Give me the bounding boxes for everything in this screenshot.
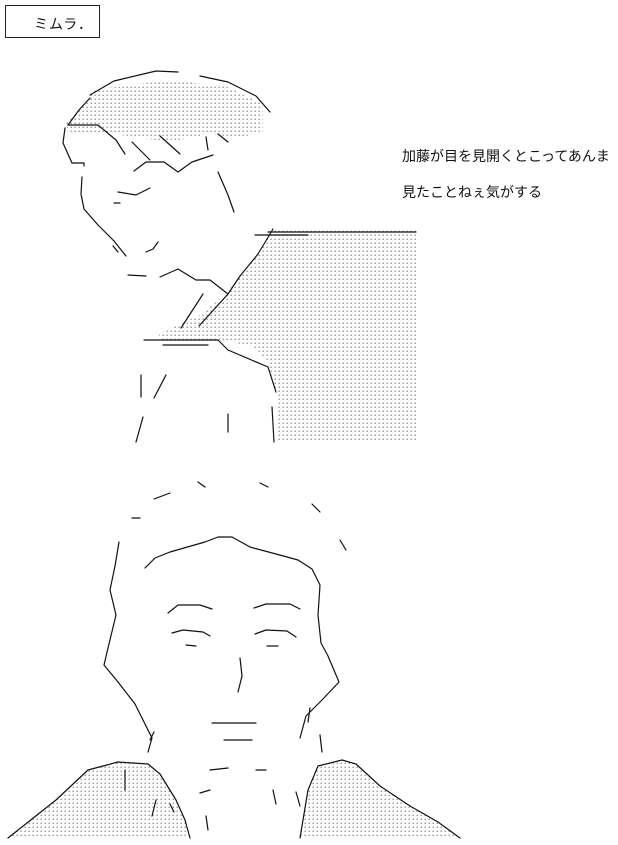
shirt-details [124, 769, 209, 831]
lapel [180, 293, 229, 329]
collar-lines [199, 767, 301, 807]
brows [167, 603, 301, 614]
eye-marks [185, 644, 279, 647]
shoulder-left-dots [8, 762, 190, 838]
hair-outline [62, 70, 271, 164]
shoulder-right-dots [300, 760, 460, 838]
character-top-illustration [58, 62, 430, 448]
body-lines [135, 374, 275, 443]
bangs [144, 536, 313, 570]
dialogue-line-2: 見たことねぇ気がする [402, 185, 542, 201]
eyes [171, 629, 297, 638]
character-top-art [62, 70, 418, 443]
dialogue: 加藤が目を見開くとこってあんま 見たことねぇ気がする [402, 139, 616, 211]
nose [237, 657, 243, 693]
face-left [71, 162, 127, 257]
neck [159, 228, 274, 295]
ear [217, 171, 235, 213]
head-left [103, 541, 153, 753]
nose-mouth [112, 241, 159, 277]
hair-dots [66, 80, 263, 142]
neck [149, 707, 323, 753]
hair-top [131, 481, 347, 551]
shoulder-right-outline [299, 759, 461, 839]
hair-strands [67, 124, 229, 161]
shoulder-left-outline [7, 761, 191, 839]
character-bottom-art [7, 481, 461, 839]
head-right [299, 568, 340, 739]
mouth [211, 722, 257, 741]
name-box: ミムラ． [5, 5, 100, 38]
dialogue-line-1: 加藤が目を見開くとこってあんま [402, 149, 610, 165]
collar [143, 339, 277, 393]
character-bottom-illustration [0, 470, 618, 845]
shoulder-lines [254, 231, 417, 236]
body-dots-top [158, 229, 418, 442]
name-label: ミムラ． [34, 17, 94, 33]
eyes [113, 154, 214, 204]
